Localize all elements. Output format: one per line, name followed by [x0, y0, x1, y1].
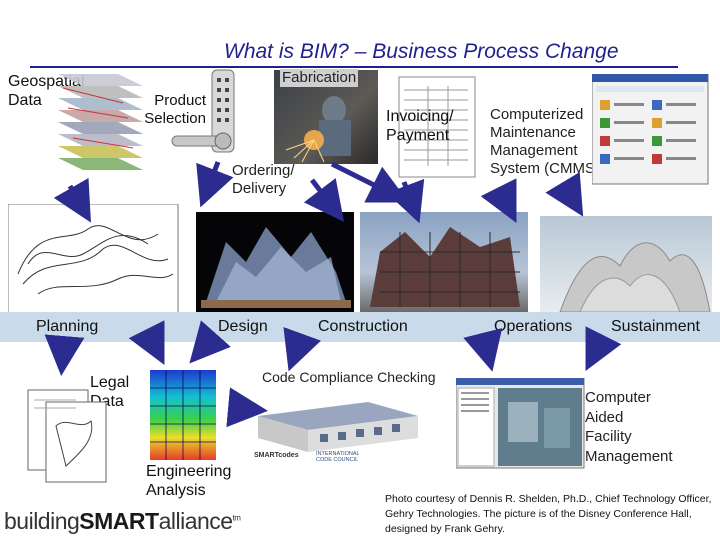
- arrow-engineering-codes: [226, 387, 268, 428]
- logo-mark: tm: [232, 513, 241, 523]
- cmms-software-screenshot: [592, 74, 709, 185]
- arrow-ordering-construction: [303, 178, 345, 222]
- buildingsmart-logo: buildingSMARTalliancetm: [4, 508, 241, 535]
- arrow-product-design: [196, 161, 234, 208]
- geospatial-label: Geospatial Data: [8, 73, 85, 109]
- operations-photo: [540, 216, 712, 312]
- engineering-analysis-image: [150, 370, 216, 460]
- design-render-image: [196, 212, 354, 312]
- stage-construction: Construction: [318, 318, 408, 335]
- construction-photo: [360, 212, 528, 312]
- geospatial-layers-image: [58, 74, 143, 170]
- arrow-cmms-operations-2: [545, 171, 584, 217]
- arrow-design-engineering: [189, 320, 231, 364]
- fabrication-label: Fabrication: [280, 69, 359, 87]
- cafm-software-screenshot: [456, 378, 585, 469]
- arrow-construction-cafm: [463, 328, 503, 372]
- arrow-cmms-operations-1: [480, 178, 517, 223]
- arrow-planning-legal: [44, 334, 85, 376]
- invoice-document-image: [398, 76, 476, 178]
- code-compliance-label: Code Compliance Checking: [262, 369, 436, 385]
- smartcodes-logo: SMARTcodes: [254, 452, 299, 459]
- arrow-design-codes: [283, 326, 322, 372]
- logo-bold: SMART: [79, 508, 159, 534]
- cafm-label: Computer Aided Facility Management: [585, 389, 673, 465]
- arrow-sustainment-cafm: [585, 326, 622, 371]
- photo-credit: Photo courtesy of Dennis R. Shelden, Ph.…: [385, 493, 712, 535]
- arrow-fabrication-construction: [330, 161, 409, 203]
- planning-sketch-image: [8, 204, 179, 315]
- legal-documents-image: [27, 389, 107, 483]
- arrow-invoicing-construction: [386, 178, 425, 224]
- icc-logo: INTERNATIONAL CODE COUNCIL: [316, 451, 360, 463]
- legal-data-label: Legal Data: [90, 374, 130, 410]
- engineering-analysis-label: Engineering Analysis: [146, 463, 232, 499]
- product-selection-label: Product Selection: [144, 92, 206, 127]
- logo-prefix: building: [4, 508, 80, 534]
- code-compliance-building-image: [258, 402, 418, 452]
- arrow-geospatial-planning: [53, 178, 91, 223]
- invoicing-label: Invoicing/ Payment: [386, 108, 454, 144]
- stage-operations: Operations: [494, 318, 573, 335]
- ordering-delivery-label: Ordering/ Delivery: [232, 162, 295, 197]
- stage-planning: Planning: [36, 318, 99, 335]
- door-lock-image: [171, 69, 235, 153]
- arrow-planning-engineering: [128, 320, 165, 365]
- title-underline: [30, 66, 678, 68]
- page-title: What is BIM? – Business Process Change: [224, 40, 619, 63]
- logo-suffix: alliance: [158, 508, 234, 534]
- stage-sustainment: Sustainment: [611, 318, 700, 335]
